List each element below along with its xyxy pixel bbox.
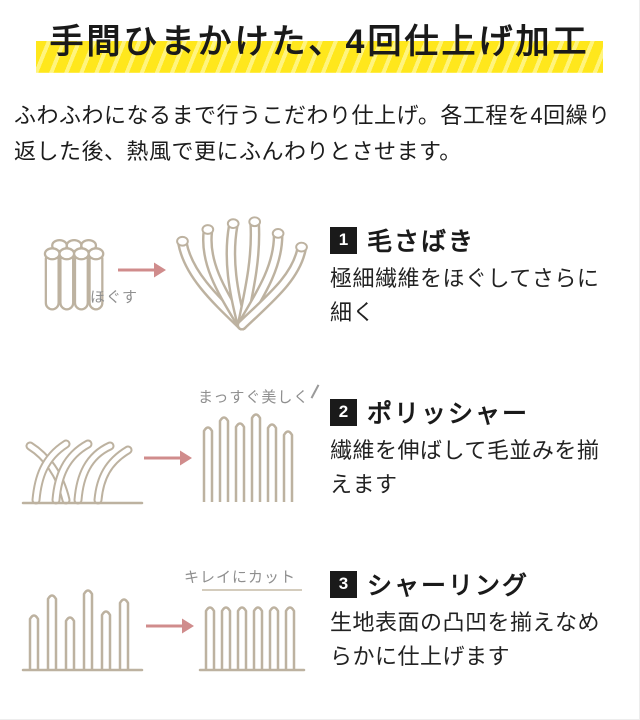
step-2-description: 繊維を伸ばして毛並みを揃えます <box>330 438 600 498</box>
step-3-header: 3 シャーリング <box>330 566 529 602</box>
step-3-caption: キレイにカット <box>184 569 297 586</box>
step-1-heading: 毛さばき <box>367 228 476 256</box>
uneven-pile-illustration <box>21 589 144 672</box>
step-1-header: 1 毛さばき <box>330 222 475 258</box>
bent-fibers-illustration <box>21 439 144 505</box>
fibers-spread-illustration <box>176 216 308 331</box>
arrow-right-icon <box>146 618 194 634</box>
even-cut-pile-illustration <box>198 589 306 672</box>
step-2-header: 2 ポリッシャー <box>330 394 529 430</box>
step-1-number-badge: 1 <box>330 226 357 254</box>
step-1-caption: ほぐす <box>90 289 139 306</box>
fiber-bundle-illustration <box>43 238 105 311</box>
arrow-right-icon <box>144 450 192 466</box>
step-1-description: 極細繊維をほぐしてさらに細く <box>330 266 600 326</box>
step-2-caption: まっすぐ美しく <box>198 389 310 406</box>
step-3-number-badge: 3 <box>330 570 357 598</box>
step-2-number-badge: 2 <box>330 398 357 426</box>
step-2-heading: ポリッシャー <box>367 400 530 428</box>
title-banner: 手間ひまかけた、4回仕上げ加工 <box>0 20 639 73</box>
arrow-right-icon <box>118 262 166 278</box>
straight-fibers-illustration <box>202 413 294 502</box>
page-title: 手間ひまかけた、4回仕上げ加工 <box>35 20 604 73</box>
step-3-heading: シャーリング <box>367 572 530 600</box>
intro-text: ふわふわになるまで行うこだわり仕上げ。各工程を4回繰り返した後、熱風で更にふんわ… <box>14 103 611 164</box>
emphasis-stroke-icon <box>310 384 320 399</box>
step-3-description: 生地表面の凸凹を揃えなめらかに仕上げます <box>330 610 601 670</box>
